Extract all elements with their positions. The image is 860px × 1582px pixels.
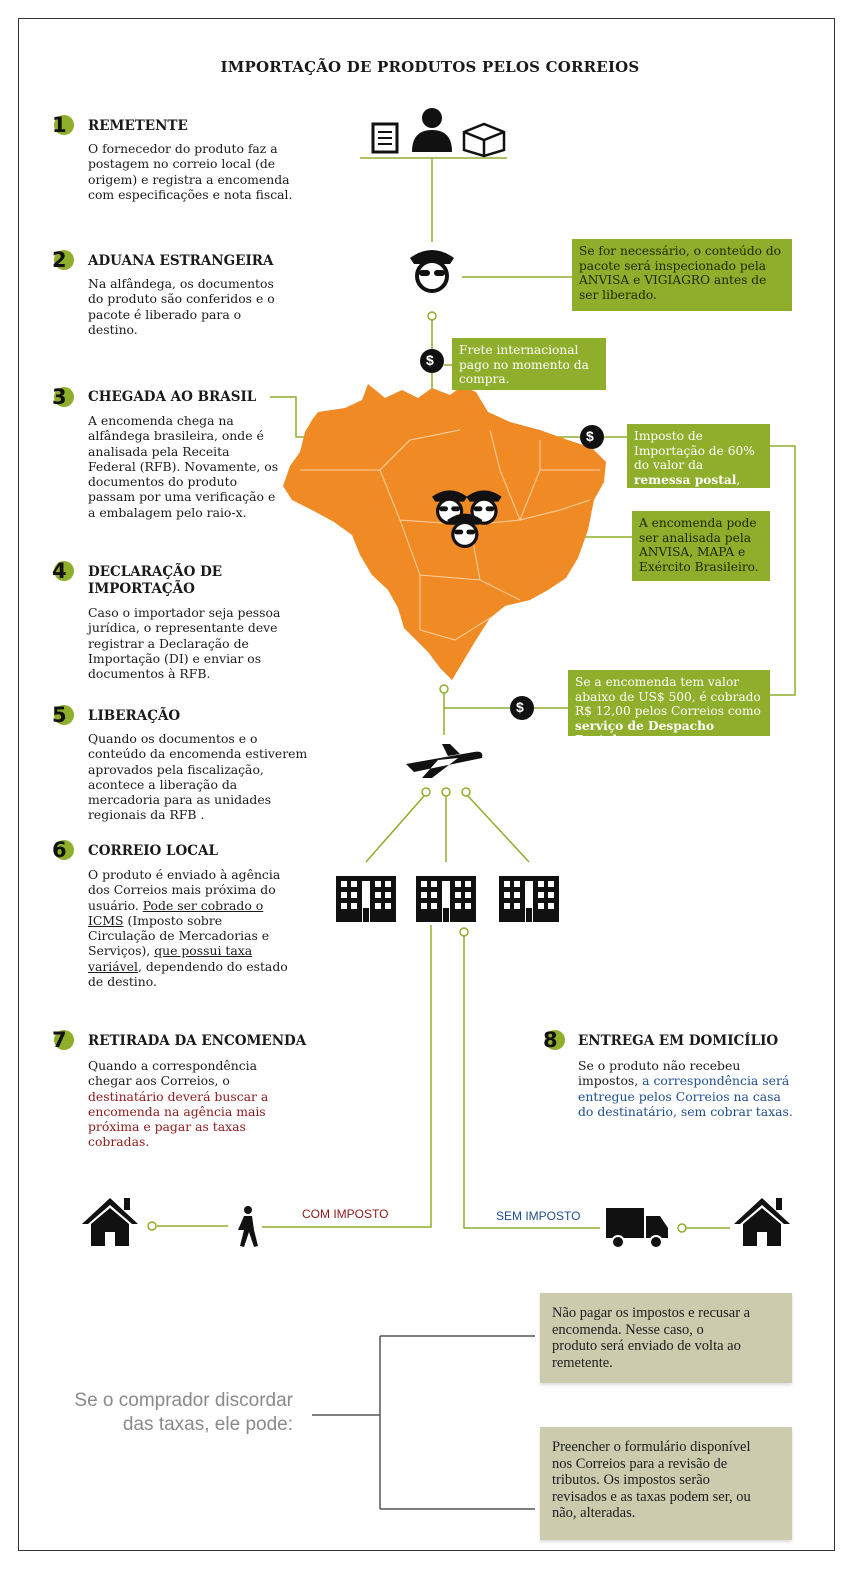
step-number: 8 — [543, 1030, 565, 1051]
step-text: Na alfândega, os documentos do produto s… — [88, 276, 275, 337]
step-title: RETIRADA DA ENCOMENDA — [88, 1033, 307, 1049]
inspection-note: Se for necessário, o conteúdo do pacote … — [572, 239, 792, 311]
building-icon — [499, 876, 559, 922]
package-icon — [462, 122, 506, 158]
house-icon — [734, 1198, 790, 1246]
disagree-lead: Se o comprador discordar das taxas, ele … — [74, 1390, 293, 1435]
delivery-truck-icon — [606, 1208, 668, 1249]
step-number: 1 — [52, 115, 74, 136]
postal-fee-note: Se a encomenda tem valor abaixo de US$ 5… — [568, 670, 770, 747]
with-tax-label: COM IMPOSTO — [302, 1207, 389, 1221]
airplane-icon — [406, 744, 483, 778]
dollar-icon-3 — [510, 696, 534, 720]
review-option: Preencher o formulário disponível nos Co… — [540, 1427, 792, 1540]
step-title: REMETENTE — [88, 118, 188, 134]
step-title: ADUANA ESTRANGEIRA — [88, 253, 274, 269]
step-number: 7 — [52, 1030, 74, 1051]
page-title: IMPORTAÇÃO DE PRODUTOS PELOS CORREIOS — [220, 58, 640, 76]
infographic-frame — [18, 18, 835, 1551]
analysis-note: A encomenda pode ser analisada pela ANVI… — [632, 511, 770, 581]
step-number: 4 — [52, 561, 74, 582]
step-text: Quando os documentos e o conteúdo da enc… — [88, 731, 308, 823]
step-number: 5 — [52, 705, 74, 726]
walking-person-icon — [238, 1206, 258, 1247]
dollar-icon-2 — [580, 425, 604, 449]
step-text: A encomenda chega na alfândega brasileir… — [88, 413, 279, 520]
dollar-label: $ — [516, 699, 524, 715]
dollar-label: $ — [586, 428, 594, 444]
step-number: 6 — [52, 840, 74, 861]
connector-lines — [157, 157, 796, 1229]
house-icon — [82, 1198, 138, 1246]
options-bracket — [312, 1335, 535, 1510]
customs-officer-icon — [408, 248, 456, 293]
step-number: 2 — [52, 250, 74, 271]
building-icon — [336, 876, 396, 922]
step-title: ENTREGA EM DOMICÍLIO — [578, 1033, 779, 1049]
freight-note: Frete internacional pago no momento da c… — [452, 338, 606, 390]
document-icon — [371, 122, 399, 154]
without-tax-label: SEM IMPOSTO — [496, 1209, 581, 1223]
building-icon — [416, 876, 476, 922]
connector-dots — [147, 311, 687, 1233]
step-text: Se o produto não recebeu impostos, a cor… — [578, 1058, 793, 1119]
refuse-option: Não pagar os impostos e recusar a encome… — [540, 1293, 792, 1383]
step-text: Caso o importador seja pessoa jurídica, … — [88, 605, 281, 682]
step-text: O produto é enviado à agência dos Correi… — [88, 867, 288, 990]
step-title: CHEGADA AO BRASIL — [88, 389, 257, 405]
step-title: CORREIO LOCAL — [88, 843, 218, 859]
step-number: 3 — [52, 387, 74, 408]
step-text: Quando a correspondência chegar aos Corr… — [88, 1058, 269, 1150]
step-title: DECLARAÇÃO DE IMPORTAÇÃO — [88, 564, 223, 597]
dollar-icon-1 — [420, 349, 444, 373]
person-icon — [412, 108, 452, 152]
dollar-label: $ — [426, 352, 434, 368]
import-tax-note: Imposto de Importação de 60% do valor da… — [627, 424, 770, 501]
step-title: LIBERAÇÃO — [88, 708, 181, 724]
brazil-map — [283, 384, 606, 680]
step-text: O fornecedor do produto faz a postagem n… — [88, 141, 293, 202]
